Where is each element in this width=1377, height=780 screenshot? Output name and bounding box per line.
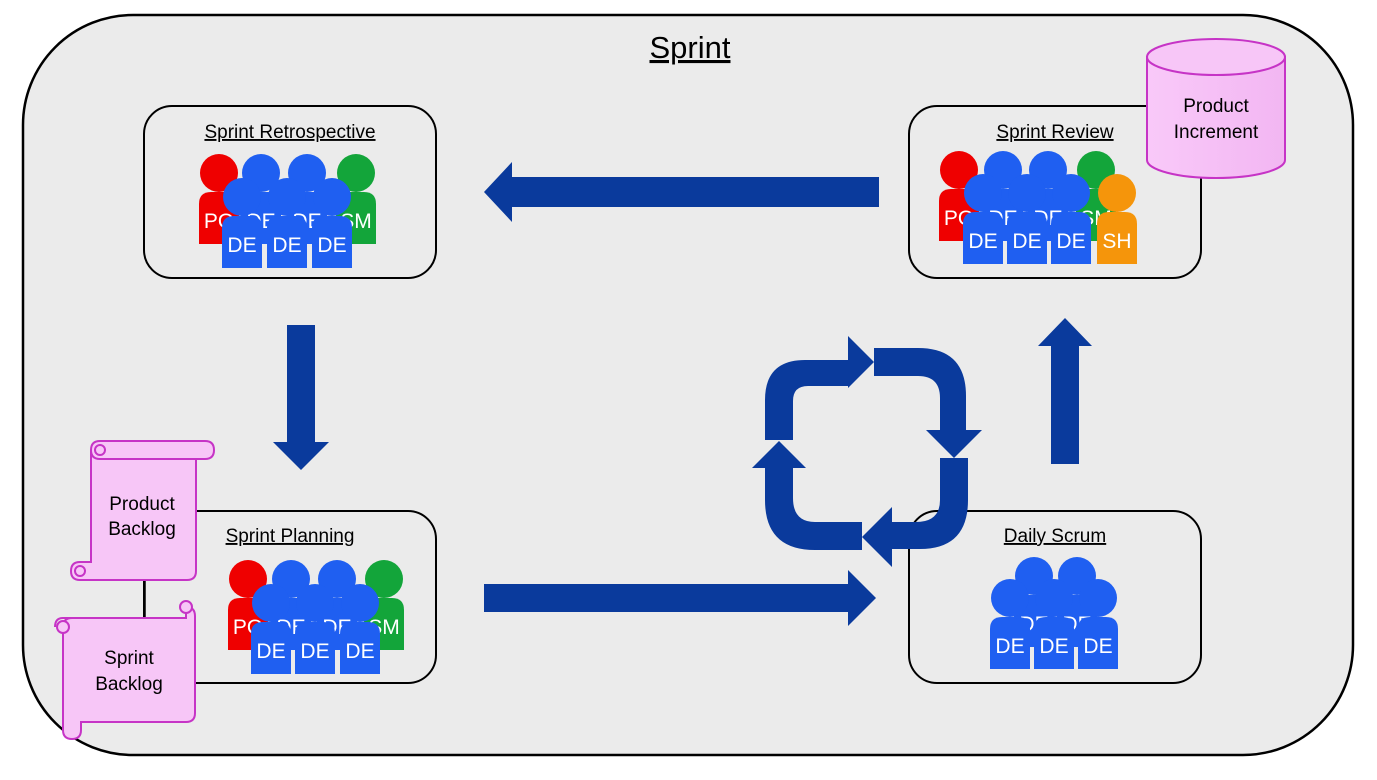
product-backlog-label-line1: Product [109, 494, 175, 515]
planning-to-daily-arrow-icon [484, 570, 876, 626]
sprint-backlog-label-line1: Sprint [104, 648, 154, 669]
person-label: DE [1039, 635, 1068, 658]
sprint-planning-title: Sprint Planning [226, 526, 355, 547]
person-label: DE [1083, 635, 1112, 658]
sprint-retrospective-title: Sprint Retrospective [204, 122, 375, 143]
person-label: DE [256, 640, 285, 663]
review-to-retrospective-arrow-icon [484, 162, 879, 222]
person-de-icon: DE [1078, 579, 1118, 669]
person-label: SH [1102, 230, 1131, 253]
person-label: DE [227, 234, 256, 257]
person-de-icon: DE [340, 584, 380, 674]
person-de-icon: DE [295, 584, 335, 674]
person-de-icon: DE [1051, 174, 1091, 264]
sprint-backlog-label-line2: Backlog [95, 674, 163, 695]
person-de-icon: DE [990, 579, 1030, 669]
person-label: DE [1056, 230, 1085, 253]
sprint-backlog-scroll-icon: Sprint Backlog [54, 600, 196, 741]
product-backlog-label-line2: Backlog [108, 519, 176, 540]
person-label: DE [995, 635, 1024, 658]
sprint-review-title: Sprint Review [996, 122, 1113, 143]
person-label: DE [968, 230, 997, 253]
product-increment-label-line2: Increment [1174, 122, 1259, 143]
product-increment-label-line1: Product [1183, 96, 1249, 117]
person-de-icon: DE [251, 584, 291, 674]
person-sh-icon: SH [1097, 174, 1137, 264]
person-de-icon: DE [1034, 579, 1074, 669]
person-de-icon: DE [312, 178, 352, 268]
person-label: DE [272, 234, 301, 257]
person-de-icon: DE [963, 174, 1003, 264]
daily-cycle-arrows-icon [752, 336, 982, 567]
person-label: DE [1012, 230, 1041, 253]
person-label: DE [345, 640, 374, 663]
product-backlog-scroll-icon: Product Backlog [69, 440, 216, 581]
person-label: DE [300, 640, 329, 663]
person-de-icon: DE [222, 178, 262, 268]
person-de-icon: DE [1007, 174, 1047, 264]
diagram-title: Sprint [650, 30, 731, 65]
retrospective-to-planning-arrow-icon [273, 325, 329, 470]
daily-scrum-title: Daily Scrum [1004, 526, 1106, 547]
daily-to-review-arrow-icon [1038, 318, 1092, 464]
person-de-icon: DE [267, 178, 307, 268]
person-label: DE [317, 234, 346, 257]
product-increment-cylinder-icon: Product Increment [1146, 38, 1286, 179]
